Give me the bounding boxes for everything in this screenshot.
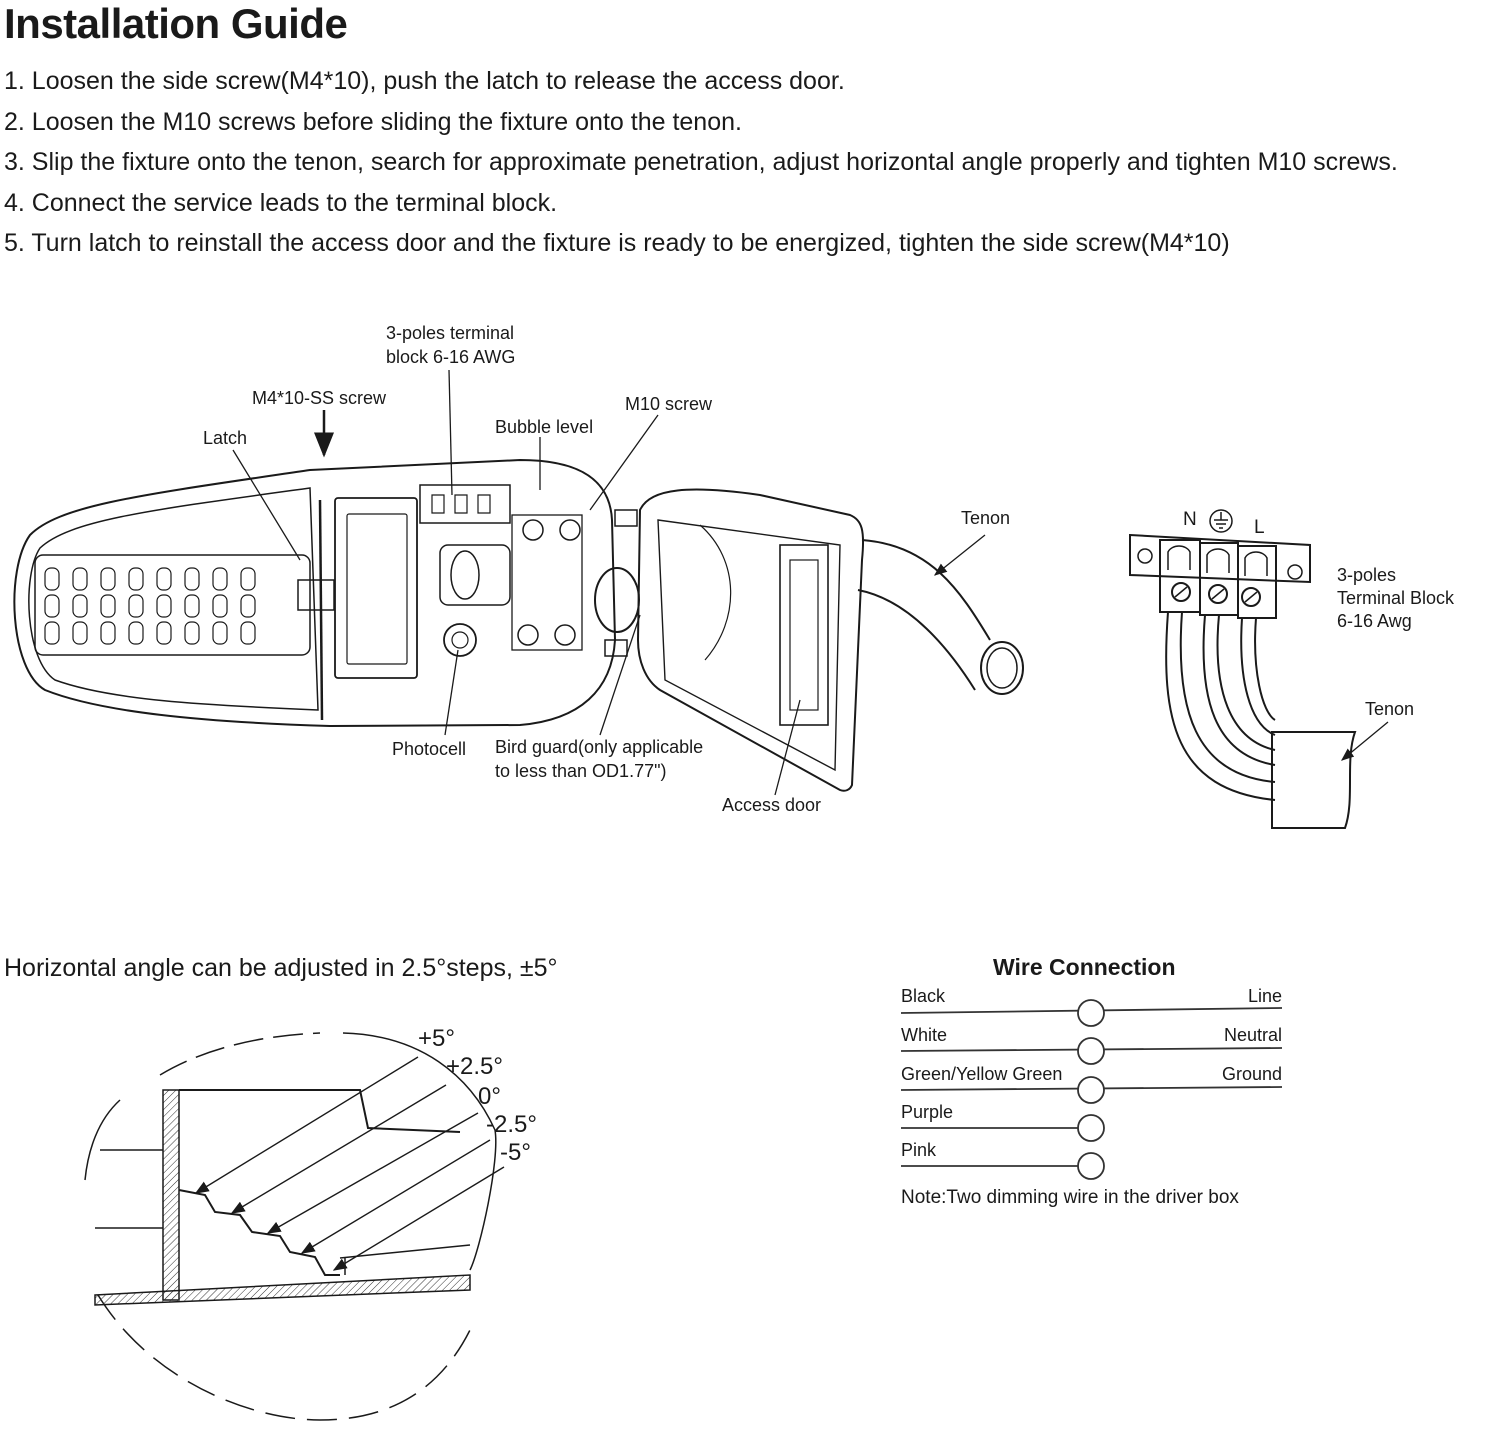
- wire-connection-lines: [900, 999, 1283, 1180]
- angle-plus-2-5: +2.5°: [446, 1053, 503, 1080]
- step-5: 5. Turn latch to reinstall the access do…: [4, 229, 1230, 257]
- wire-connection-title: Wire Connection: [993, 954, 1176, 980]
- terminal-label-neutral: Neutral: [1223, 1025, 1282, 1045]
- label-terminal-block-line2: block 6-16 AWG: [386, 347, 516, 367]
- angle-detail-drawing: [84, 1032, 497, 1421]
- label-line-l: L: [1254, 517, 1265, 538]
- label-side-screw: M4*10-SS screw: [252, 388, 387, 408]
- wire-label-white: White: [901, 1025, 948, 1045]
- angle-minus-5: -5°: [500, 1139, 531, 1166]
- installation-steps: 1. Loosen the side screw(M4*10), push th…: [4, 62, 1398, 265]
- page-title: Installation Guide: [4, 0, 348, 47]
- label-neutral-n: N: [1183, 509, 1197, 530]
- angle-zero: 0°: [478, 1083, 501, 1110]
- angle-minus-2-5: -2.5°: [486, 1111, 537, 1138]
- angle-plus-5: +5°: [418, 1025, 455, 1052]
- fixture-drawing: [13, 458, 1024, 792]
- horizontal-angle-caption: Horizontal angle can be adjusted in 2.5°…: [4, 954, 558, 982]
- angle-arrows: [194, 1056, 505, 1271]
- label-bird-guard-line2: to less than OD1.77"): [495, 761, 667, 781]
- label-terminal-tenon: Tenon: [1365, 699, 1415, 719]
- label-photocell: Photocell: [392, 739, 467, 759]
- label-m10-screw: M10 screw: [625, 394, 713, 414]
- label-block-line3: 6-16 Awg: [1337, 611, 1412, 631]
- label-latch: Latch: [203, 428, 248, 448]
- label-block-line1: 3-poles: [1337, 565, 1397, 585]
- wire-label-pink: Pink: [901, 1140, 937, 1160]
- step-2: 2. Loosen the M10 screws before sliding …: [4, 107, 742, 136]
- step-3: 3. Slip the fixture onto the tenon, sear…: [4, 148, 1398, 176]
- label-tenon: Tenon: [961, 508, 1011, 528]
- led-array: [44, 567, 256, 645]
- wire-connection-note: Note:Two dimming wire in the driver box: [901, 1187, 1239, 1208]
- label-bird-guard-line1: Bird guard(only applicable: [495, 737, 704, 757]
- fixture-leaders: [232, 369, 986, 796]
- label-block-line2: Terminal Block: [1337, 588, 1455, 608]
- wire-label-purple: Purple: [901, 1102, 954, 1122]
- step-4: 4. Connect the service leads to the term…: [4, 188, 558, 217]
- step-1: 1. Loosen the side screw(M4*10), push th…: [4, 67, 845, 95]
- terminal-label-line: Line: [1247, 986, 1282, 1006]
- wire-label-green-yellow: Green/Yellow Green: [901, 1064, 1063, 1084]
- label-terminal-block-line1: 3-poles terminal: [386, 323, 515, 343]
- wire-label-black: Black: [901, 986, 946, 1006]
- label-bubble-level: Bubble level: [495, 417, 594, 437]
- terminal-label-ground: Ground: [1221, 1064, 1282, 1084]
- label-access-door: Access door: [722, 795, 822, 815]
- terminal-block-drawing: [1129, 509, 1389, 829]
